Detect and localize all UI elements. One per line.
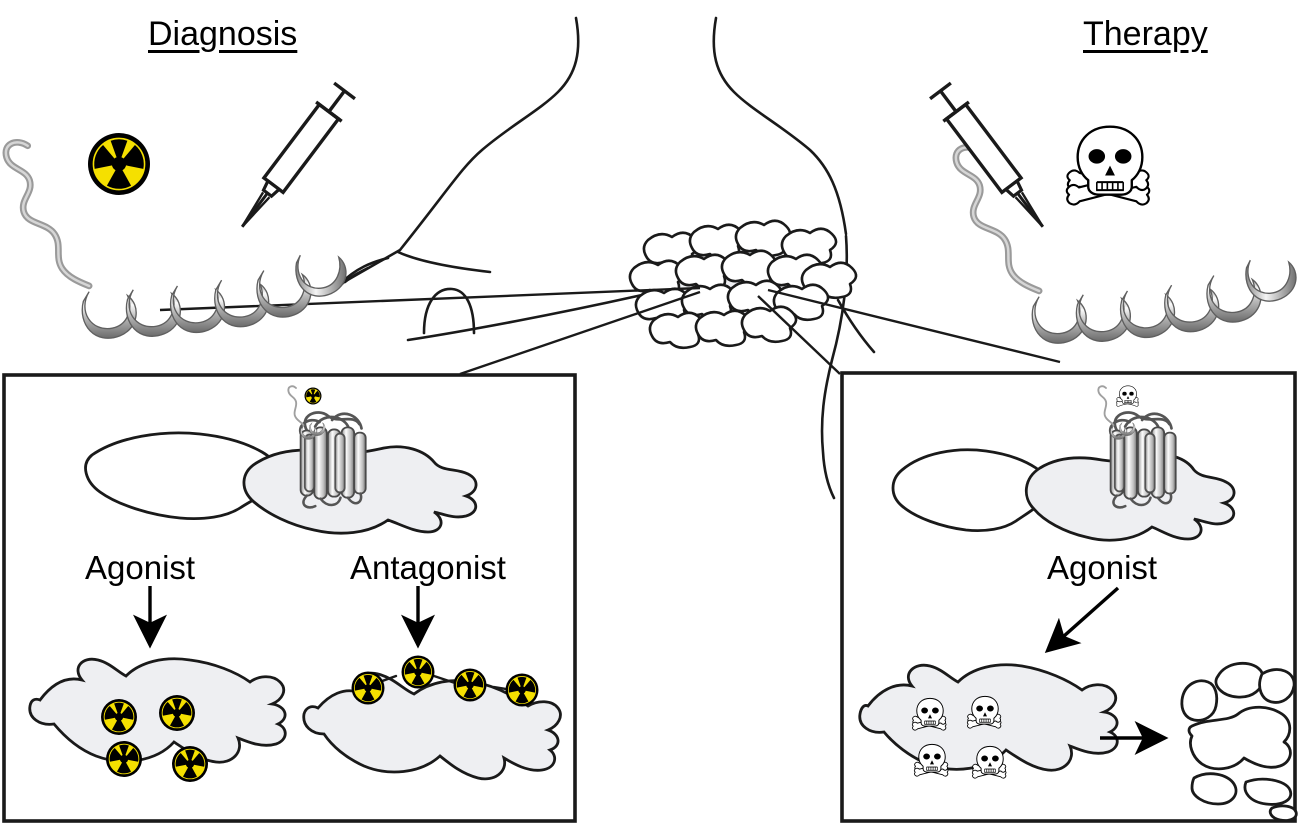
cell-internalized-icon-agonist-left (28, 657, 287, 764)
radioactive-icon-bound-left (304, 387, 322, 405)
panel-label-agonist-left: Agonist (85, 549, 196, 586)
patient-body-contour-icon (406, 287, 876, 354)
callout-lines (159, 286, 1061, 376)
syringe-icon-right (925, 79, 1058, 238)
lysed-cell-fragments-icon (1180, 661, 1298, 822)
panel-label-antagonist-left: Antagonist (350, 549, 506, 586)
arrow-diagonal-down-icon-right (1044, 586, 1120, 654)
tumor-cell-cluster-icon (628, 219, 858, 350)
page-title-diagnosis: Diagnosis (148, 15, 298, 53)
radioactive-icon-top-left (86, 131, 152, 197)
panel-label-agonist-right: Agonist (1047, 549, 1158, 586)
skull-crossbones-icon-top-right (1065, 125, 1151, 206)
syringe-icon-left (227, 79, 360, 238)
page-title-therapy: Therapy (1083, 15, 1208, 53)
patient-arm-left-icon (338, 248, 402, 288)
